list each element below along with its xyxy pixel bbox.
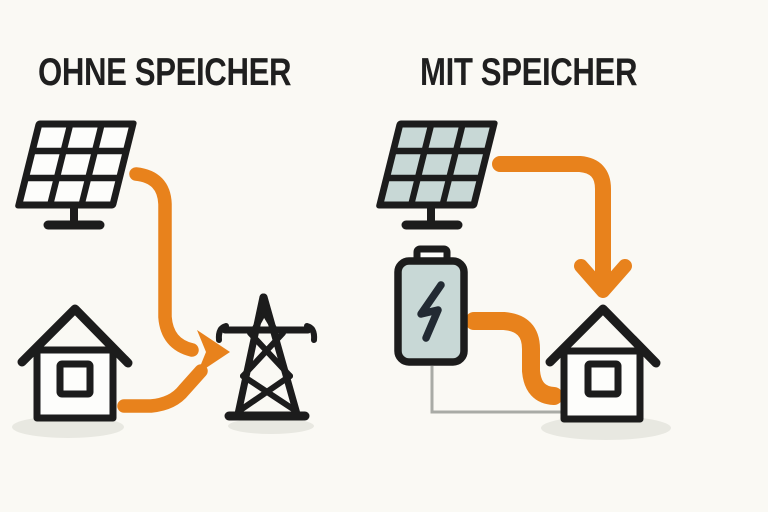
left-flow-arrow-house-to-grid: [117, 364, 208, 413]
arrowhead-to-house: [574, 259, 632, 298]
left-flow-arrow-panel-to-grid: [129, 167, 199, 357]
right-house-icon: [545, 304, 661, 423]
grid-tower-icon: [215, 293, 318, 421]
ground-shadow-grid-tower: [228, 418, 314, 434]
left-section-title: OHNE SPEICHER: [38, 51, 292, 94]
right-solar-panel-icon: [376, 120, 498, 230]
left-house-icon: [17, 304, 133, 422]
right-section-title: MIT SPEICHER: [420, 51, 638, 94]
lightning-bolt-icon: [417, 281, 445, 342]
right-house-window: [584, 360, 622, 398]
arrowhead-to-grid: [197, 330, 230, 374]
battery-wire: [430, 366, 563, 414]
right-flow-arrow-battery-to-house: [465, 312, 563, 405]
battery-icon: [394, 245, 468, 366]
left-house-window: [56, 360, 94, 398]
right-flow-arrow-panel-to-house: [492, 156, 632, 298]
left-solar-panel-icon: [15, 120, 137, 230]
